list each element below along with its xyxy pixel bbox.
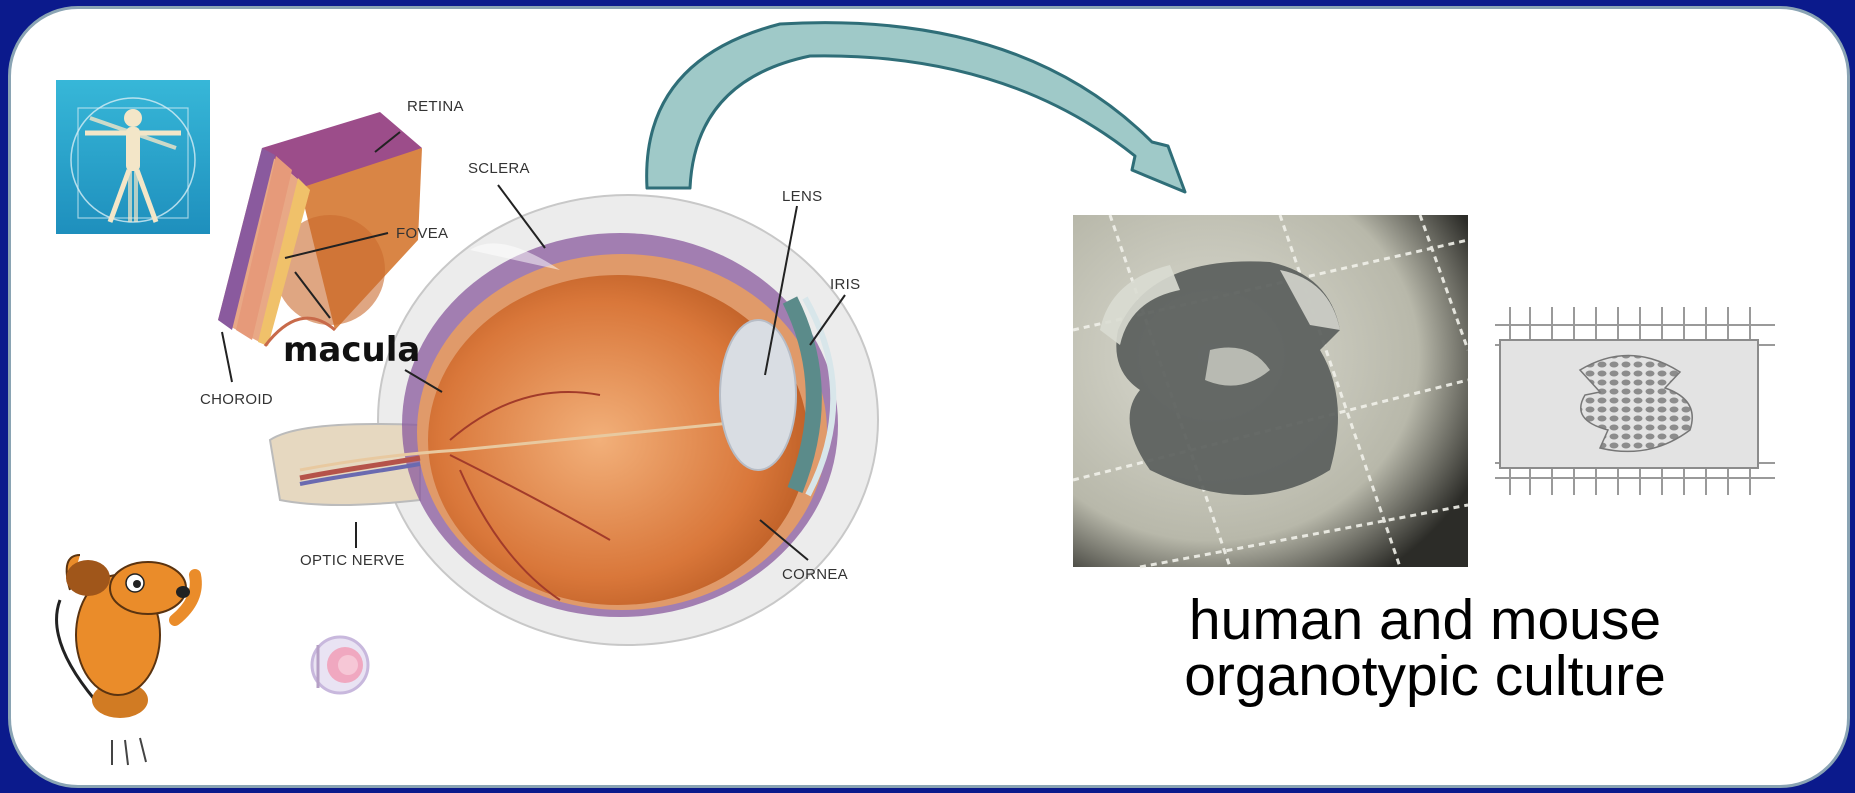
caption-line-1: human and mouse — [1135, 592, 1715, 648]
fovea-label: FOVEA — [396, 225, 448, 242]
cartoon-mouse-icon — [57, 555, 196, 765]
choroid-label: CHOROID — [200, 391, 273, 408]
lens-label: LENS — [782, 188, 822, 205]
culture-chamber-icon — [1495, 307, 1775, 495]
caption: human and mouse organotypic culture — [1135, 592, 1715, 704]
organotypic-culture-photo — [1073, 215, 1468, 567]
macula-label: macula — [283, 330, 420, 370]
curved-arrow[interactable] — [647, 23, 1185, 192]
optic-nerve-label: OPTIC NERVE — [300, 552, 405, 569]
vitruvian-man-icon — [56, 80, 210, 234]
retina-label: RETINA — [407, 98, 464, 115]
retina-wedge-illustration — [218, 112, 422, 346]
mouse-eye-icon — [312, 637, 368, 693]
sclera-label: SCLERA — [468, 160, 530, 177]
cornea-label: CORNEA — [782, 566, 848, 583]
caption-line-2: organotypic culture — [1135, 648, 1715, 704]
iris-label: IRIS — [830, 276, 860, 293]
